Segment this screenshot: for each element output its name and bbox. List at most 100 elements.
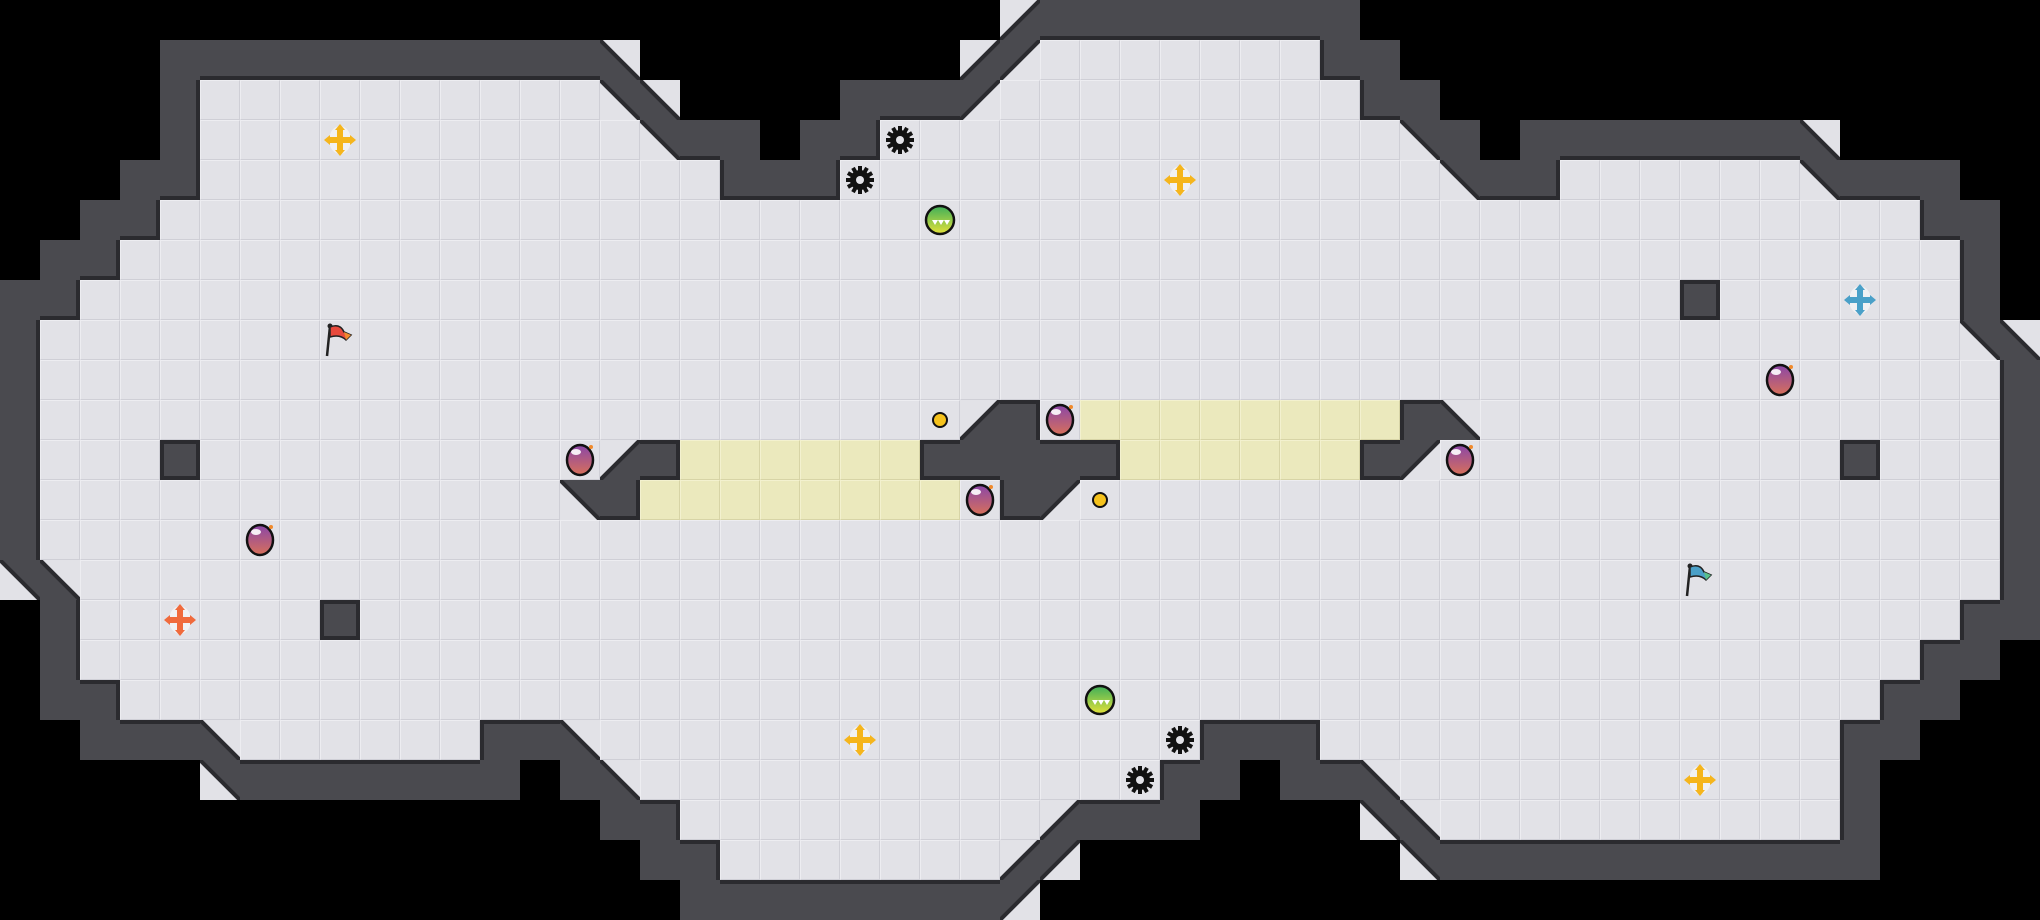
- floor-tile: [1280, 160, 1320, 200]
- floor-tile: [1440, 320, 1480, 360]
- floor-tile: [200, 480, 240, 520]
- floor-tile: [960, 640, 1000, 680]
- floor-tile: [680, 520, 720, 560]
- floor-tile: [1960, 440, 2000, 480]
- floor-tile: [840, 240, 880, 280]
- wall-tile: [1880, 720, 1920, 760]
- floor-tile: [1280, 120, 1320, 160]
- floor-tile: [320, 720, 360, 760]
- floor-tile: [880, 720, 920, 760]
- floor-tile: [1480, 360, 1520, 400]
- floor-tile: [600, 400, 640, 440]
- floor-tile: [360, 200, 400, 240]
- floor-tile: [1560, 280, 1600, 320]
- floor-tile: [960, 520, 1000, 560]
- floor-tile: [1200, 280, 1240, 320]
- floor-tile: [520, 280, 560, 320]
- floor-tile: [1320, 240, 1360, 280]
- floor-tile: [1760, 160, 1800, 200]
- floor-tile: [1560, 440, 1600, 480]
- floor-tile: [1120, 120, 1160, 160]
- floor-tile: [200, 200, 240, 240]
- floor-tile: [1760, 320, 1800, 360]
- floor-tile: [920, 240, 960, 280]
- floor-tile: [880, 400, 920, 440]
- floor-tile: [1720, 360, 1760, 400]
- floor-tile: [720, 840, 760, 880]
- wall-tile: [1680, 840, 1720, 880]
- floor-tile: [1800, 240, 1840, 280]
- floor-tile: [160, 360, 200, 400]
- wall-tile: [40, 600, 80, 640]
- floor-tile: [720, 640, 760, 680]
- neutral-zone-tile: [720, 440, 760, 480]
- wall-tile: [1240, 0, 1280, 40]
- floor-tile: [280, 560, 320, 600]
- floor-tile: [200, 120, 240, 160]
- floor-tile: [760, 360, 800, 400]
- wall-tile: [720, 120, 760, 160]
- floor-tile: [1200, 80, 1240, 120]
- floor-tile: [1560, 720, 1600, 760]
- wall-tile: [480, 760, 520, 800]
- floor-tile: [1080, 720, 1120, 760]
- floor-tile: [400, 80, 440, 120]
- neutral-zone-tile: [840, 480, 880, 520]
- floor-tile: [1800, 440, 1840, 480]
- floor-tile: [1480, 680, 1520, 720]
- floor-tile: [1280, 600, 1320, 640]
- powerup-icon: [920, 200, 960, 240]
- floor-tile: [480, 240, 520, 280]
- diagonal-wall-tile: [600, 440, 640, 480]
- wall-tile: [0, 520, 40, 560]
- wall-tile: [480, 40, 520, 80]
- floor-tile: [1320, 480, 1360, 520]
- wall-tile: [1080, 440, 1120, 480]
- floor-tile: [1320, 720, 1360, 760]
- floor-tile: [1200, 200, 1240, 240]
- floor-tile: [1280, 40, 1320, 80]
- floor-tile: [1680, 480, 1720, 520]
- floor-tile: [1800, 520, 1840, 560]
- floor-tile: [40, 400, 80, 440]
- wall-tile: [1240, 720, 1280, 760]
- floor-tile: [400, 160, 440, 200]
- floor-tile: [1440, 640, 1480, 680]
- floor-tile: [960, 360, 1000, 400]
- floor-tile: [1240, 480, 1280, 520]
- diagonal-wall-tile: [1000, 840, 1040, 880]
- floor-tile: [240, 640, 280, 680]
- floor-tile: [1880, 480, 1920, 520]
- floor-tile: [440, 440, 480, 480]
- floor-tile: [1440, 600, 1480, 640]
- floor-tile: [1800, 680, 1840, 720]
- floor-tile: [1160, 520, 1200, 560]
- spike-icon: [1160, 720, 1200, 760]
- floor-tile: [1160, 480, 1200, 520]
- floor-tile: [1960, 360, 2000, 400]
- wall-tile: [1720, 840, 1760, 880]
- wall-tile: [1560, 840, 1600, 880]
- diagonal-wall-tile: [1000, 880, 1040, 920]
- floor-tile: [800, 680, 840, 720]
- floor-tile: [1880, 440, 1920, 480]
- floor-tile: [1120, 320, 1160, 360]
- floor-tile: [1160, 560, 1200, 600]
- floor-tile: [1480, 760, 1520, 800]
- floor-tile: [1640, 800, 1680, 840]
- floor-tile: [880, 760, 920, 800]
- wall-tile: [720, 160, 760, 200]
- floor-tile: [1920, 560, 1960, 600]
- floor-tile: [1240, 560, 1280, 600]
- floor-tile: [1560, 640, 1600, 680]
- floor-tile: [280, 360, 320, 400]
- floor-tile: [880, 680, 920, 720]
- floor-tile: [1480, 400, 1520, 440]
- wall-tile: [400, 40, 440, 80]
- wall-tile: [1840, 800, 1880, 840]
- floor-tile: [480, 520, 520, 560]
- floor-tile: [1960, 400, 2000, 440]
- floor-tile: [280, 680, 320, 720]
- diagonal-wall-tile: [1360, 800, 1400, 840]
